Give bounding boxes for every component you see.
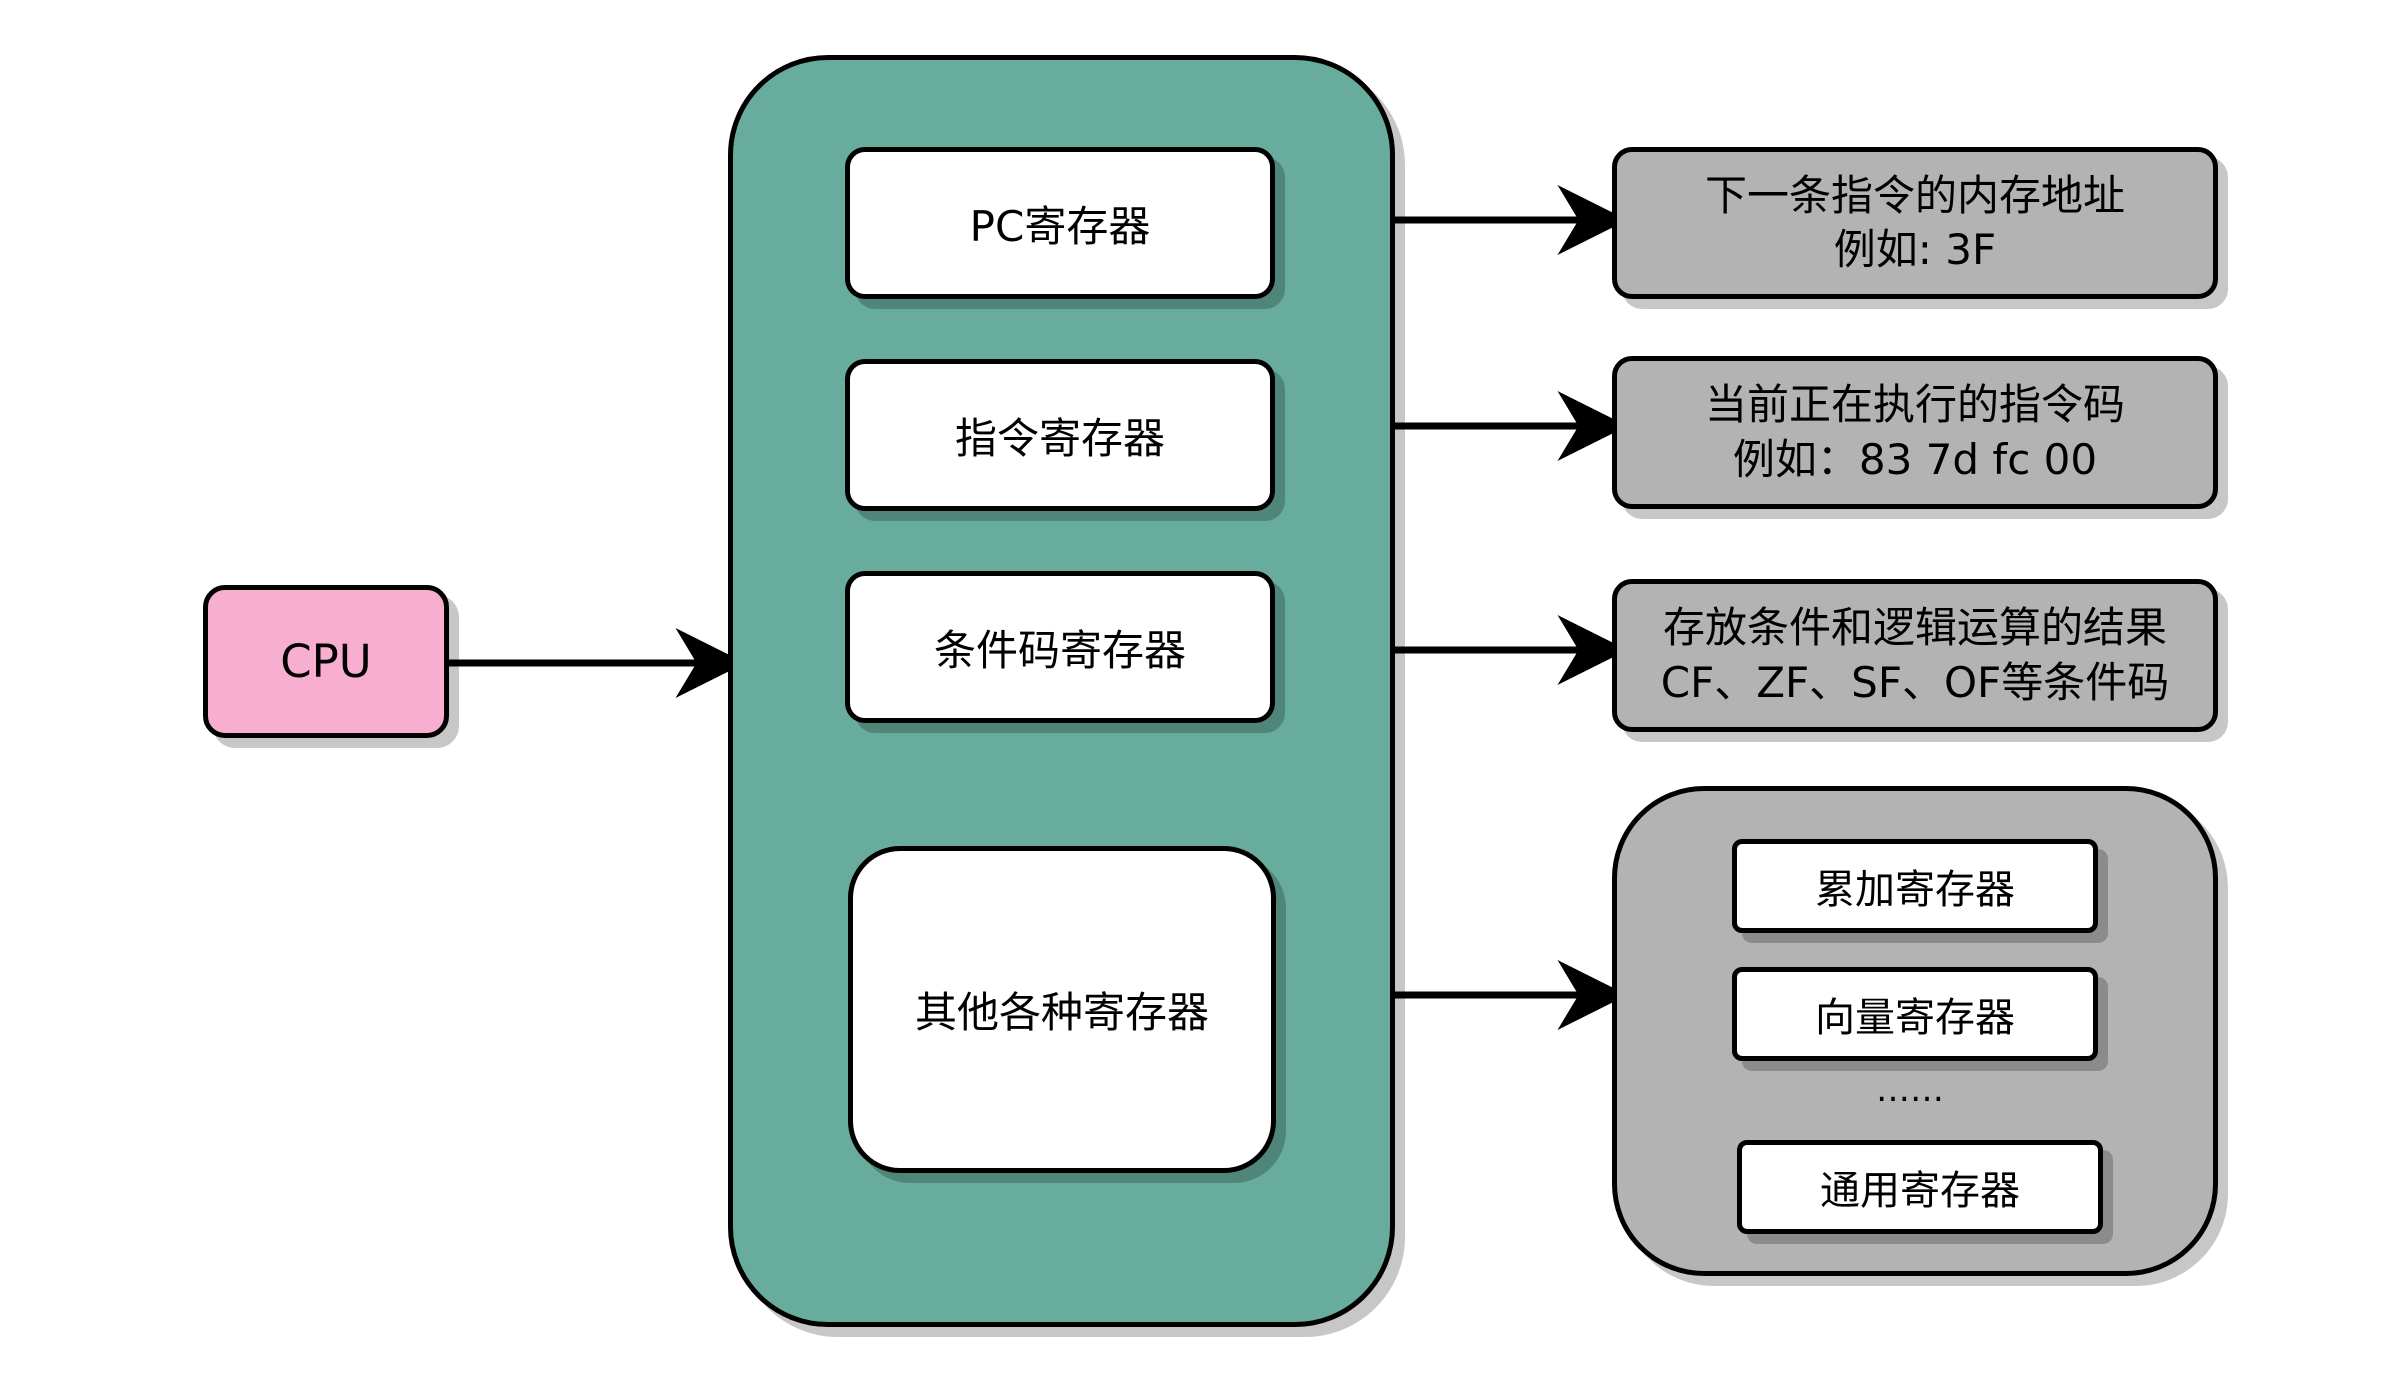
condition-code-register-box: 条件码寄存器 — [845, 571, 1275, 723]
instruction-register-info-line-1: 当前正在执行的指令码 — [1704, 380, 2125, 429]
other-registers-box: 其他各种寄存器 — [848, 846, 1276, 1173]
instruction-register-info-line-2: 例如：83 7d fc 00 — [1732, 435, 2098, 484]
instruction-register-box: 指令寄存器 — [845, 359, 1275, 511]
pc-register-box: PC寄存器 — [845, 147, 1275, 299]
general-register-box: 通用寄存器 — [1737, 1140, 2103, 1234]
other-registers-ellipsis: …… — [1876, 1070, 1944, 1110]
condition-code-info-box: 存放条件和逻辑运算的结果 CF、ZF、SF、OF等条件码 — [1612, 579, 2218, 732]
accumulator-register-box: 累加寄存器 — [1732, 839, 2098, 933]
condition-code-info-line-2: CF、ZF、SF、OF等条件码 — [1660, 658, 2170, 707]
condition-code-info-line-1: 存放条件和逻辑运算的结果 — [1662, 603, 2167, 652]
pc-register-info-line-1: 下一条指令的内存地址 — [1704, 170, 2125, 220]
vector-register-box: 向量寄存器 — [1732, 967, 2098, 1061]
pc-register-info-box: 下一条指令的内存地址 例如: 3F — [1612, 147, 2218, 299]
pc-register-info-line-2: 例如: 3F — [1833, 225, 1997, 275]
instruction-register-info-box: 当前正在执行的指令码 例如：83 7d fc 00 — [1612, 356, 2218, 509]
cpu-box: CPU — [203, 585, 449, 738]
